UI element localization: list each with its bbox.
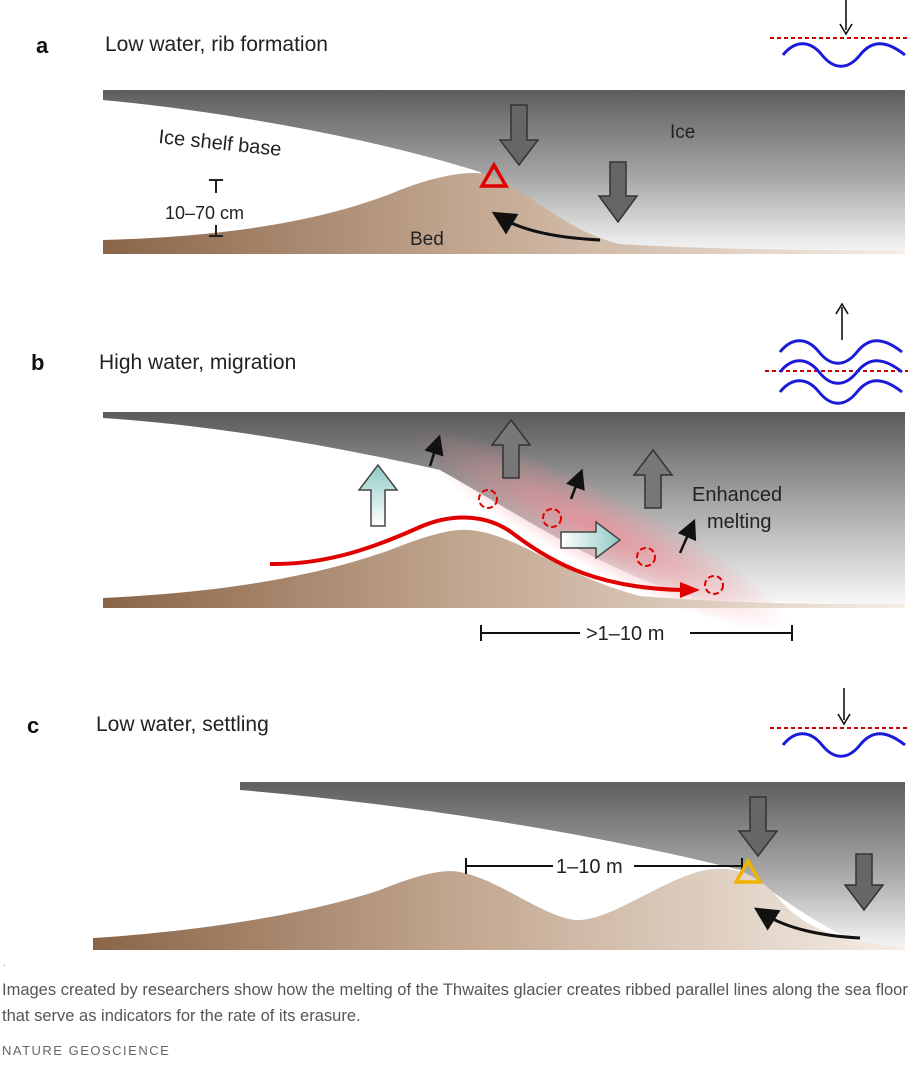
bed-b	[103, 529, 905, 608]
enhanced-melting-label: Enhanced	[692, 484, 782, 506]
migration-arrow-right-icon	[560, 520, 622, 560]
panel-c: 1–10 m	[93, 688, 908, 950]
warm-water-flow-line	[269, 515, 683, 592]
panel-title-b: High water, migration	[99, 351, 297, 374]
lift-arrow-up-icon	[490, 418, 532, 479]
panel-title-c: Low water, settling	[96, 713, 269, 736]
low-tide-wave-icon	[770, 688, 908, 758]
panel-letter-c: c	[27, 713, 40, 738]
panel-letter-b: b	[31, 350, 45, 375]
bed-label: Bed	[410, 229, 444, 250]
image-credit: NATURE GEOSCIENCE	[2, 1043, 171, 1058]
high-tide-wave-icon	[765, 302, 908, 405]
ice-label: Ice	[670, 122, 695, 143]
rib-crest-triangle-icon	[732, 857, 764, 884]
panel-title-a: Low water, rib formation	[105, 33, 328, 56]
rib-crest-triangle-icon	[478, 161, 510, 188]
distance-bar-b	[480, 625, 793, 641]
flow-arrow-icon	[491, 211, 601, 242]
distance-label-c: 1–10 m	[556, 856, 623, 878]
scale-label-a: 10–70 cm	[165, 203, 244, 223]
flow-arrowhead-icon	[680, 582, 700, 598]
pressure-arrow-down-icon	[597, 161, 639, 224]
flow-arrow-icon	[753, 907, 861, 940]
low-tide-wave-icon	[770, 0, 908, 68]
enhanced-melting-label: melting	[707, 511, 771, 533]
panel-a: 10–70 cm Ice shelf base Ice Bed	[103, 0, 908, 254]
distance-label-b: >1–10 m	[586, 623, 664, 645]
bed-c	[93, 868, 905, 950]
marker-dot: .	[3, 958, 6, 969]
ice-shelf-a	[103, 90, 905, 252]
panel-letter-a: a	[36, 33, 49, 58]
melt-arrow-icon	[424, 434, 697, 554]
panel-b: Enhanced melting >1–10 m	[103, 302, 908, 645]
figure-caption: Images created by researchers show how t…	[2, 981, 908, 1025]
pressure-arrow-down-icon	[737, 796, 779, 858]
buoyancy-arrow-up-icon	[357, 463, 399, 527]
eddy-icon	[478, 489, 724, 595]
glacier-diagram: 10–70 cm Ice shelf base Ice Bed	[93, 0, 908, 950]
pressure-arrow-down-icon	[843, 853, 885, 912]
ice-shelf-c	[240, 782, 905, 948]
scale-bar-a	[209, 179, 223, 237]
ice-shelf-base-label: Ice shelf base	[157, 126, 282, 161]
lift-arrow-up-icon	[632, 448, 674, 509]
pressure-arrow-down-icon	[498, 104, 540, 167]
